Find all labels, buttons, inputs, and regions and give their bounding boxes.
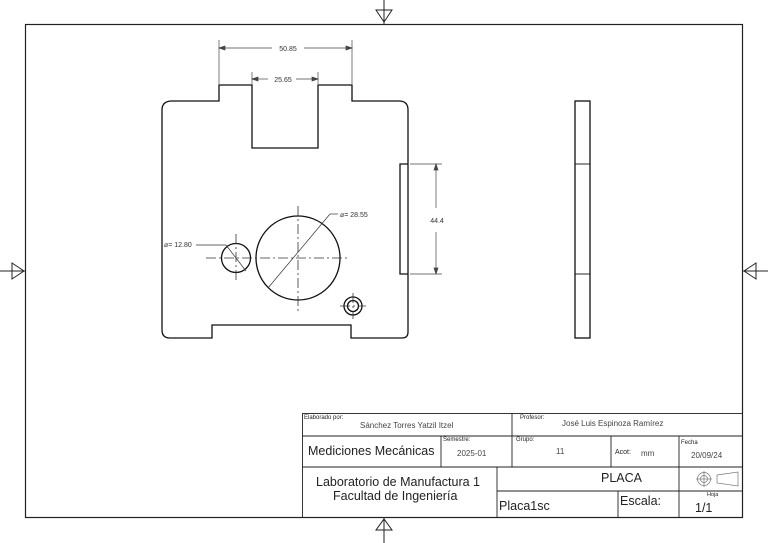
semestre-value: 2025-01 — [457, 449, 487, 458]
diameter-leaders — [196, 213, 338, 289]
escala-label: Escala: — [620, 494, 661, 508]
hoja-label: Hoja — [707, 492, 719, 498]
dimension-lines — [217, 40, 442, 276]
lab-line-2: Facultad de Ingeniería — [333, 489, 458, 503]
elaborado-cell: Elaborado por: Sánchez Torres Yatzil Itz… — [302, 413, 512, 436]
acot-cell: Acot: mm — [611, 436, 679, 467]
side-view-outline — [574, 100, 591, 339]
grupo-value: 11 — [556, 447, 565, 456]
projection-symbol-icon — [696, 471, 739, 487]
right-boss — [399, 163, 408, 275]
file-name-cell: Placa1sc — [497, 491, 618, 517]
elaborado-value: Sánchez Torres Yatzil Itzel — [360, 421, 454, 430]
centering-mark-bottom — [375, 518, 393, 543]
semestre-cell: Semestre: 2025-01 — [441, 436, 512, 467]
centering-mark-right — [743, 262, 768, 280]
centering-mark-top — [375, 0, 393, 24]
escala-cell: Escala: — [618, 491, 679, 517]
grupo-label: Grupo: — [516, 437, 535, 443]
acot-value: mm — [641, 449, 655, 458]
fecha-label: Fecha — [681, 440, 698, 446]
course-name: Mediciones Mecánicas — [308, 444, 435, 458]
lab-cell: Laboratorio de Manufactura 1 Facultad de… — [302, 467, 497, 517]
plate-outline — [161, 84, 409, 339]
fecha-value: 20/09/24 — [691, 451, 723, 460]
elaborado-label: Elaborado por: — [304, 415, 344, 421]
front-view — [161, 84, 409, 339]
fecha-cell: Fecha 20/09/24 — [679, 436, 742, 467]
dim-height-right: 44.4 — [430, 218, 444, 225]
course-cell: Mediciones Mecánicas — [302, 436, 441, 467]
dim-slot-width: 25.65 — [274, 77, 292, 84]
file-name: Placa1sc — [499, 499, 550, 513]
dim-small-hole: ⌀= 12.80 — [164, 242, 192, 249]
profesor-value: José Luis Espinoza Ramírez — [562, 419, 664, 428]
semestre-label: Semestre: — [443, 437, 471, 443]
center-lines — [206, 206, 366, 319]
part-name-cell: PLACA — [497, 467, 679, 491]
lab-line-1: Laboratorio de Manufactura 1 — [316, 475, 480, 489]
dim-large-hole: ⌀= 28.55 — [340, 212, 368, 219]
profesor-label: Profesor: — [520, 415, 545, 421]
acot-label: Acot: — [615, 449, 631, 456]
part-name: PLACA — [601, 471, 642, 485]
hoja-value: 1/1 — [695, 501, 713, 515]
side-view — [574, 100, 591, 339]
dim-top-width: 50.85 — [279, 46, 297, 53]
title-block-grid — [302, 413, 743, 518]
title-block: Elaborado por: Sánchez Torres Yatzil Itz… — [302, 413, 742, 517]
profesor-cell: Profesor: José Luis Espinoza Ramírez — [512, 413, 742, 436]
centering-mark-left — [0, 262, 25, 280]
hoja-cell: Hoja 1/1 — [679, 491, 742, 517]
grupo-cell: Grupo: 11 — [512, 436, 611, 467]
